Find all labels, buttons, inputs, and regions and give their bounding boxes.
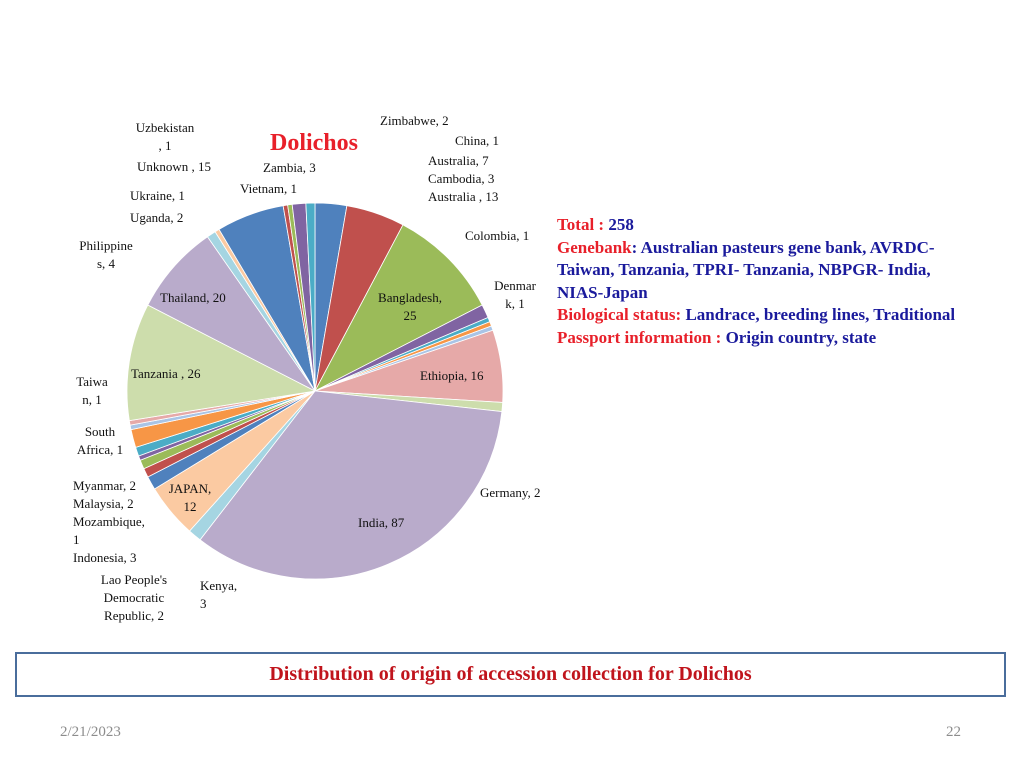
data-label: Tanzania , 26 [131, 366, 201, 381]
data-label: Uzbekistan, 1 [136, 120, 195, 153]
data-label: Myanmar, 2 [73, 478, 136, 493]
summary-info: Total : 258 Genebank: Australian pasteur… [557, 214, 977, 349]
data-label: China, 1 [455, 133, 499, 148]
passport-value: Origin country, state [725, 327, 877, 347]
genebank-label: Genebank [557, 237, 632, 257]
data-label: Kenya,3 [200, 578, 237, 611]
data-label: Zambia, 3 [263, 160, 316, 175]
pie-slice-india [199, 390, 503, 580]
pie-slice-bangladesh [314, 224, 483, 392]
bio-status-value: Landrace, breeding lines, Traditional [681, 305, 956, 324]
total-label: Total : [557, 215, 609, 234]
data-label: India, 87 [358, 515, 405, 530]
data-label: Colombia, 1 [465, 228, 529, 243]
data-label: Vietnam, 1 [240, 181, 297, 196]
passport-label: Passport information : [557, 327, 726, 347]
data-label: Uganda, 2 [130, 210, 183, 225]
total-value: 258 [608, 215, 634, 234]
chart-title: Dolichos [270, 130, 358, 156]
data-label: JAPAN,12 [169, 481, 212, 514]
data-label: Germany, 2 [480, 485, 541, 500]
data-label: Ukraine, 1 [130, 188, 185, 203]
pie-chart: Australia, 7 Australia , 13 Bangladesh,25 C… [73, 113, 541, 623]
data-label: Cambodia, 3 [428, 171, 494, 186]
pie-slice-zimbabwe [305, 202, 316, 392]
caption-text: Distribution of origin of accession coll… [269, 663, 752, 685]
pie-slice-thailand [147, 236, 316, 392]
caption-box: Distribution of origin of accession coll… [15, 652, 1006, 697]
data-label: Australia, 7 [428, 153, 489, 168]
data-label: Ethiopia, 16 [420, 368, 484, 383]
data-label: Malaysia, 2 [73, 496, 134, 511]
bio-status-label: Biological status: [557, 305, 682, 324]
data-label: Australia , 13 [428, 189, 498, 204]
pie-slice-tanzania [126, 304, 317, 422]
data-label: Zimbabwe, 2 [380, 113, 449, 128]
data-label: Bangladesh,25 [378, 290, 442, 323]
slide-date: 2/21/2023 [60, 724, 121, 740]
genebank-value: : Australian pasteurs gene bank, AVRDC-T… [557, 237, 935, 302]
data-label: Thailand, 20 [160, 290, 226, 305]
data-label: Mozambique,1 [73, 514, 145, 547]
data-label: Unknown , 15 [137, 159, 211, 174]
slide-number: 22 [946, 724, 961, 740]
data-label: Indonesia, 3 [73, 550, 137, 565]
